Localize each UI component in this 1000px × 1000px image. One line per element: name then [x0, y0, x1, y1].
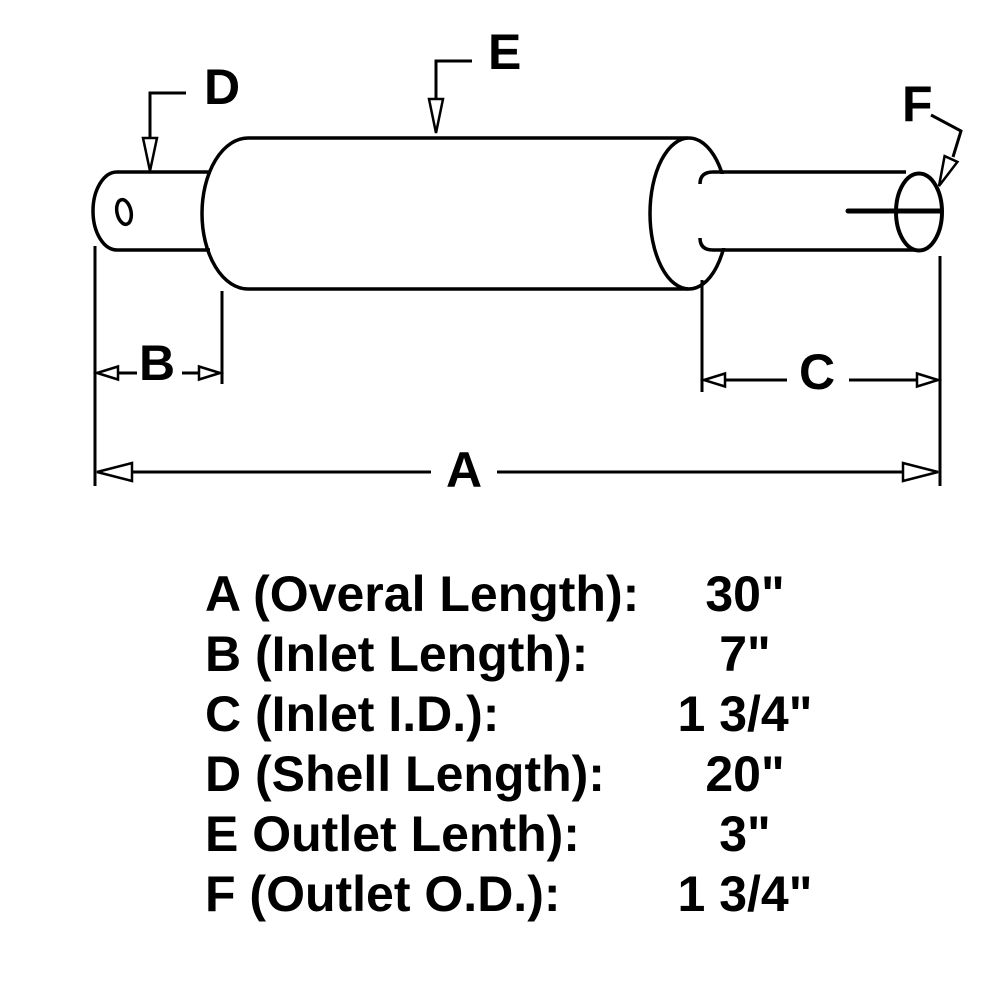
spec-row-d: D (Shell Length): 20" [205, 744, 885, 804]
callout-f: F [902, 76, 963, 187]
muffler-diagram: D E F [91, 24, 963, 498]
dimension-b-label: B [139, 335, 175, 391]
callout-d-label: D [204, 59, 240, 115]
spec-value-c: 1 3/4" [677, 686, 813, 742]
spec-row-a: A (Overal Length): 30" [205, 564, 885, 624]
spec-label-a: A (Overal Length): [205, 566, 640, 622]
dim-a-left-arrowhead [96, 461, 134, 483]
spec-label-f: F (Outlet O.D.): [205, 866, 561, 922]
dimension-c: C [699, 344, 943, 400]
spec-label-c: C (Inlet I.D.): [205, 686, 500, 742]
leader-line-d [148, 91, 186, 138]
spec-label-d: D (Shell Length): [205, 746, 605, 802]
inlet-left-cap [91, 170, 118, 252]
spec-label-e: E Outlet Lenth): [205, 806, 580, 862]
dim-b-right-arrowhead [197, 364, 225, 382]
shell-body [200, 136, 730, 291]
dim-c-right-arrowhead [915, 371, 943, 389]
spec-value-e: 3" [719, 806, 771, 862]
leader-line-f [930, 113, 963, 158]
outlet-pipe [698, 170, 944, 253]
leader-arrowhead-f [937, 154, 960, 187]
outlet-bottom-edge [698, 237, 921, 252]
shell-left-cap [200, 136, 249, 291]
leader-arrowhead-e [427, 97, 445, 134]
outlet-top-edge [698, 170, 906, 185]
spec-value-f: 1 3/4" [677, 866, 813, 922]
dim-b-left-arrowhead [92, 364, 120, 382]
callout-d: D [141, 59, 240, 172]
dim-c-left-arrowhead [699, 371, 727, 389]
inlet-drain-hole [114, 197, 134, 227]
dimension-b: B [92, 335, 225, 391]
spec-row-c: C (Inlet I.D.): 1 3/4" [205, 684, 885, 744]
muffler-technical-drawing: D E F [91, 24, 963, 498]
dimension-a: A [96, 442, 939, 498]
callout-f-label: F [902, 76, 933, 132]
callout-e: E [427, 24, 521, 134]
spec-row-e: E Outlet Lenth): 3" [205, 804, 885, 864]
dimension-a-label: A [446, 442, 482, 498]
spec-value-a: 30" [705, 566, 785, 622]
spec-row-b: B (Inlet Length): 7" [205, 624, 885, 684]
extension-lines [93, 246, 942, 486]
spec-label-b: B (Inlet Length): [205, 626, 589, 682]
leader-arrowhead-d [141, 136, 159, 172]
inlet-pipe [91, 170, 211, 252]
spec-value-d: 20" [705, 746, 785, 802]
callout-e-label: E [488, 24, 521, 80]
leader-line-e [434, 59, 472, 98]
outlet-pipe-fill [700, 174, 920, 248]
spec-value-b: 7" [719, 626, 771, 682]
dimension-c-label: C [799, 344, 835, 400]
dim-a-right-arrowhead [901, 461, 939, 483]
spec-table: A (Overal Length): 30" B (Inlet Length):… [205, 564, 885, 924]
spec-row-f: F (Outlet O.D.): 1 3/4" [205, 864, 885, 924]
